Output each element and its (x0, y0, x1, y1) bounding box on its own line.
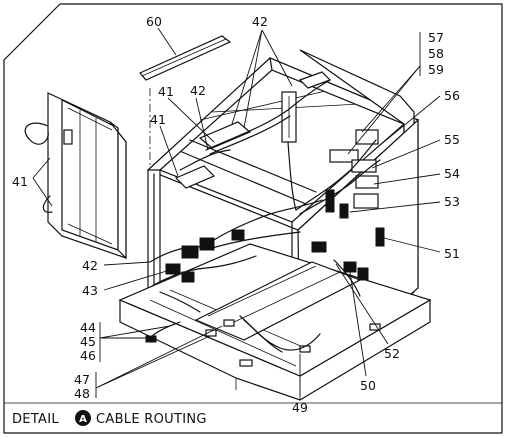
callout-44: 44 (80, 320, 96, 335)
callout-59: 59 (428, 62, 444, 77)
callout-49: 49 (292, 400, 308, 415)
callout-43: 43 (82, 283, 98, 298)
callout-50: 50 (360, 378, 376, 393)
callout-55: 55 (444, 132, 460, 147)
top-components (174, 71, 332, 189)
callout-60: 60 (146, 14, 162, 29)
callout-41-left: 41 (12, 174, 28, 189)
callout-42-low: 42 (82, 258, 98, 273)
right-components (325, 129, 385, 281)
callout-42-mid: 42 (190, 83, 206, 98)
callout-brackets (95, 32, 421, 398)
callout-48: 48 (74, 386, 90, 401)
side-panel (24, 92, 127, 260)
detail-marker-circle (75, 410, 91, 426)
callout-51: 51 (444, 246, 460, 261)
diagram-border (3, 3, 503, 434)
caption-prefix: DETAIL (12, 412, 59, 427)
caption-title: CABLE ROUTING (96, 412, 207, 427)
callout-57: 57 (428, 30, 444, 45)
callout-54: 54 (444, 166, 460, 181)
callout-47: 47 (74, 372, 90, 387)
part-60-strip (139, 35, 232, 81)
callout-52: 52 (384, 346, 400, 361)
callout-42-top: 42 (252, 14, 268, 29)
callout-58: 58 (428, 46, 444, 61)
callout-46: 46 (80, 348, 96, 363)
leader-lines (32, 27, 441, 396)
detail-marker-letter: A (79, 414, 87, 425)
cable-bundles (145, 79, 381, 353)
callout-41-b: 41 (150, 112, 166, 127)
callout-53: 53 (444, 194, 460, 209)
callout-45: 45 (80, 334, 96, 349)
callout-41-a: 41 (158, 84, 174, 99)
callout-56: 56 (444, 88, 460, 103)
